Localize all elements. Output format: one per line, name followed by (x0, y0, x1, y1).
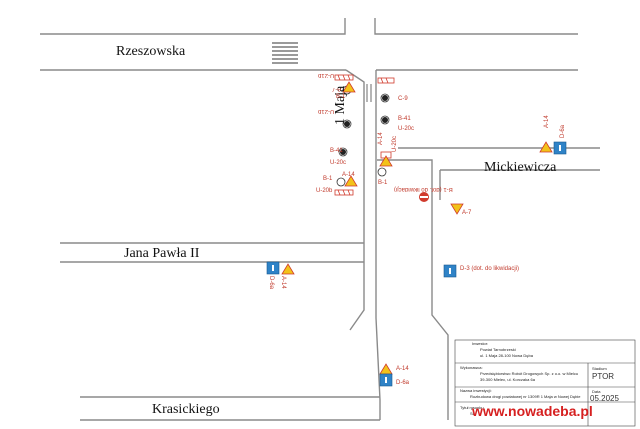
give-way-triangle-icon (450, 203, 464, 215)
sign-code: A-14 (544, 115, 550, 128)
title-block-frame (454, 339, 636, 427)
barrier-stripe (342, 74, 346, 81)
no-entry-bar (420, 196, 428, 198)
zebra-stripe (272, 42, 298, 44)
zebra-stripe (272, 46, 298, 48)
task-label: Nazwa inwestycji: (460, 388, 492, 393)
b41-sign-icon (340, 149, 346, 155)
sign-code: U-21b (318, 72, 335, 78)
zebra-stripe (272, 58, 298, 60)
warning-triangle-icon (342, 81, 356, 93)
maja-south-edge (375, 317, 381, 420)
barrier-stripe (337, 74, 341, 81)
barrier-stripe (347, 189, 351, 196)
post-marker (336, 177, 346, 187)
street-label-jana-pawla-ii: Jana Pawła II (124, 246, 200, 261)
barrier-stripe (380, 77, 384, 84)
zebra-stripe (272, 50, 298, 52)
barrier-stripe (347, 74, 351, 81)
maja-west-edge (345, 69, 365, 331)
zebra-crossing-maja (366, 84, 372, 102)
barrier-stripe (342, 189, 346, 196)
sign-code: U-20b (316, 188, 333, 194)
street-label-rzeszowska: Rzeszowska (116, 44, 186, 59)
info-sign-glyph (385, 377, 387, 383)
sign-code: D-6a (396, 380, 410, 386)
barrier-group-north (334, 74, 395, 196)
maja-east-lane (377, 159, 449, 420)
b41-sign-icon (382, 117, 388, 123)
sign-code: B-41 (330, 148, 343, 154)
task-name: Rozbudowa drogi powiatowej nr 1309R 1 Ma… (470, 394, 581, 399)
rzeszowska-north-edge (40, 18, 346, 35)
warning-triangle-icon (281, 263, 295, 275)
date-value: 05.2025 (590, 394, 619, 403)
info-sign-glyph (272, 265, 274, 271)
road-edges (40, 18, 600, 421)
zebra-stripe (272, 62, 298, 64)
investor-address: ul. 1 Maja 28-100 Nowa Dęba (480, 353, 533, 358)
b41-sign-icon (382, 95, 388, 101)
investor-name: Powiat Tarnobrzeski (480, 347, 516, 352)
drawing-type-label: Tytuł rysunku (460, 405, 484, 410)
sign-code: U-20c (398, 126, 415, 132)
date-label: Data (592, 389, 601, 394)
stage-label: Stadium (592, 366, 607, 371)
zebra-stripe (272, 54, 298, 56)
sign-code: D-3 (dot. do likwidacji) (460, 266, 520, 272)
zebra-crossing (272, 42, 298, 64)
barrier-stripe (385, 77, 389, 84)
street-label-mickiewicza: Mickiewicza (484, 160, 557, 175)
drawing-type-value: Sc (470, 411, 475, 416)
sign-code: B-1 (dot. do likwidacji) (394, 186, 453, 192)
sign-code: B-1 (323, 176, 333, 182)
post-marker (377, 167, 387, 177)
warning-triangle-icon (344, 175, 358, 187)
sign-code: C-9 (398, 96, 408, 102)
street-label-krasickiego: Krasickiego (152, 402, 220, 417)
warning-triangle-icon (539, 141, 553, 153)
sign-code: U-21b (318, 108, 335, 114)
sign-code: B-41 (398, 116, 411, 122)
sign-code: D-6a (560, 124, 566, 138)
rzeszowska-north-edge-east (374, 18, 578, 35)
info-sign-glyph (559, 145, 561, 151)
sign-code: A-14 (280, 276, 286, 289)
zebra-stripe (370, 84, 372, 102)
sign-code: B-1 (336, 94, 346, 100)
zebra-stripe (366, 84, 368, 102)
sign-code: A-7 (462, 210, 472, 216)
sign-code: U-20c (392, 135, 398, 152)
title-block (454, 339, 636, 427)
contractor-name: Przedsiębiorstwo Robót Drogowych Sp. z o… (480, 371, 579, 376)
b41-sign-icon (344, 121, 350, 127)
sign-code: B-1 (378, 180, 388, 186)
contractor-label: Wykonawca: (460, 365, 483, 370)
sign-code: A-7 (332, 86, 342, 92)
information-signs (266, 141, 567, 387)
sign-code: A-14 (396, 366, 409, 372)
b41-signs (340, 95, 388, 155)
barrier-stripe (337, 189, 341, 196)
warning-triangle-icon (379, 363, 393, 375)
warning-triangles (281, 81, 553, 375)
warning-triangle-icon (379, 155, 393, 167)
sign-code: U-20c (330, 160, 347, 166)
stage-value: PTOR (592, 372, 615, 381)
contractor-address: 39-300 Mielec, ul. Korczaka 6a (480, 377, 535, 382)
sign-code: D-6a (268, 276, 274, 290)
sign-code: A-14 (342, 172, 355, 178)
investor-label: Inwestor: (472, 341, 489, 346)
info-sign-glyph (449, 268, 451, 274)
sign-code: A-14 (378, 132, 384, 145)
watermark: www.nowadeba.pl (472, 403, 593, 419)
